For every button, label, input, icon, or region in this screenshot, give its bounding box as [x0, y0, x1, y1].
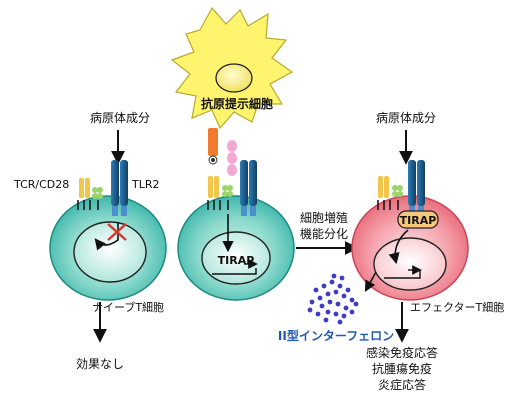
ifn-dot: [315, 311, 321, 317]
ifn-dot: [333, 311, 339, 317]
tlr2-receptor-left: [111, 160, 128, 216]
ifn-molecules: [307, 273, 359, 325]
tirap-bubble: [397, 210, 439, 229]
ifn-dot: [325, 309, 331, 315]
gene-line-center: [212, 268, 257, 275]
no-effect-label: 効果なし: [76, 356, 124, 371]
secretion-arrow: [364, 271, 377, 292]
naive-signal-arrow: [94, 222, 119, 251]
ifn-dot: [317, 295, 323, 301]
ifn-dot: [331, 273, 337, 279]
apc-label: 抗原提示細胞: [201, 96, 273, 111]
ifn-dot: [335, 301, 341, 307]
tirap-label-right: TIRAP: [400, 214, 437, 227]
ifn-dot: [341, 293, 347, 299]
ifn-dot: [349, 297, 355, 303]
naive-t-cell-panel: 病原体成分 TCR/: [13, 110, 167, 371]
center-t-cell-panel: TIRAP: [177, 160, 295, 301]
response-label-1: 感染免疫応答: [366, 345, 438, 360]
ifn-dot: [307, 307, 313, 313]
tirap-label-center: TIRAP: [218, 254, 255, 267]
ifn-dot: [329, 279, 335, 285]
ifn-label: II型インターフェロン: [278, 328, 394, 343]
tlr2-label: TLR2: [131, 178, 160, 191]
effector-t-cell-panel: 病原体成分 TIRAP エフェクター: [351, 110, 504, 392]
prolif-label-1: 細胞増殖: [300, 210, 348, 225]
pathogen-label-right: 病原体成分: [376, 110, 436, 125]
ifn-dot: [343, 305, 349, 311]
tcr-cd28-receptor-right: [377, 176, 403, 210]
tcr-cd28-label: TCR/CD28: [13, 178, 69, 191]
ifn-dot: [327, 299, 333, 305]
ifn-dot: [325, 291, 331, 297]
effector-nucleus: [373, 237, 447, 291]
ifn-dot: [319, 303, 325, 309]
pathogen-label-left: 病原体成分: [90, 110, 150, 125]
center-nucleus: [201, 231, 271, 285]
effector-label: エフェクターT細胞: [410, 301, 504, 314]
ifn-dot: [333, 289, 339, 295]
proliferation-transition: 細胞増殖 機能分化: [296, 210, 359, 255]
ifn-dot: [309, 299, 315, 305]
ifn-dot: [345, 287, 351, 293]
ifn-dot: [349, 309, 355, 315]
ifn-dot: [337, 319, 343, 325]
apc-panel: 抗原提示細胞: [170, 6, 294, 176]
tlr2-receptor-center: [240, 160, 257, 216]
ifn-dot: [321, 283, 327, 289]
ifn-dot: [313, 287, 319, 293]
ifn-dot: [337, 283, 343, 289]
apc-ligand: [208, 128, 237, 176]
tcr-cd28-receptor-left: [77, 178, 103, 210]
response-label-2: 抗腫瘍免疫: [372, 361, 432, 376]
ifn-dot: [339, 275, 345, 281]
naive-label: ナイーブT細胞: [92, 300, 164, 314]
ifn-dot: [353, 301, 359, 307]
prolif-label-2: 機能分化: [300, 226, 348, 241]
effector-signal-arrow: [388, 229, 409, 265]
tcr-cd28-receptor-center: [207, 176, 233, 210]
ifn-dot: [323, 317, 329, 323]
block-x-icon: [107, 223, 127, 241]
response-label-3: 炎症応答: [378, 377, 426, 392]
naive-nucleus: [73, 221, 147, 283]
apc-nucleus: [215, 63, 253, 93]
ifn-dot: [341, 313, 347, 319]
tlr2-receptor-right: [408, 160, 425, 214]
